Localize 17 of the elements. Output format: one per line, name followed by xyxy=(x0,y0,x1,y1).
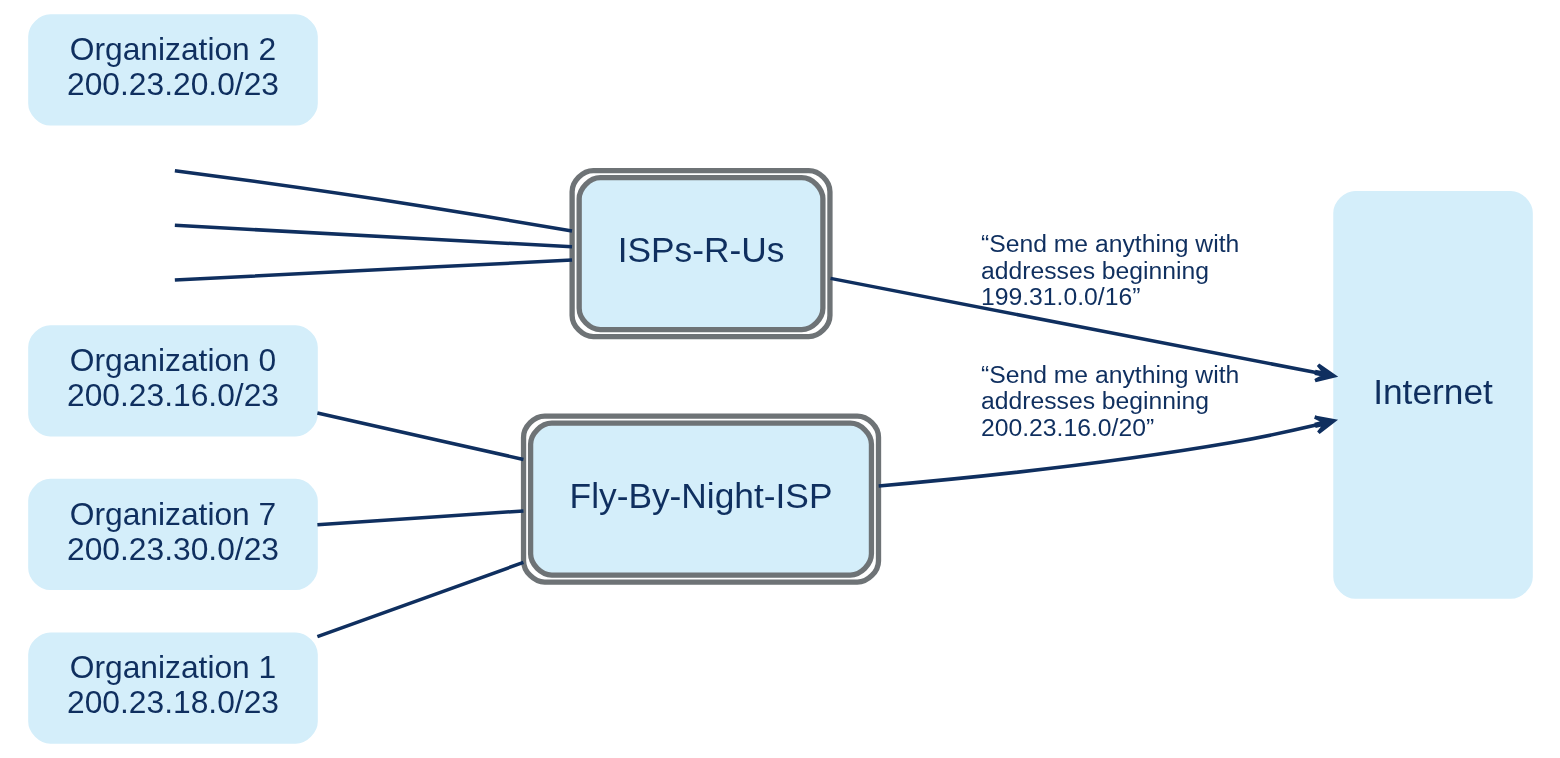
connector xyxy=(174,223,572,249)
connector xyxy=(316,509,524,527)
node-box: Organization 1 200.23.18.0/23 xyxy=(27,632,318,744)
connector xyxy=(174,168,572,233)
node-box: ISPs-R-Us xyxy=(568,167,833,340)
edge-label: “Send me anything with addresses beginning 200.23.16.0/20” xyxy=(980,360,1239,441)
connector xyxy=(316,411,524,462)
edge-label: “Send me anything with addresses beginning 199.31.0.0/16” xyxy=(980,230,1239,311)
node-box: Fly-By-Night-ISP xyxy=(520,413,881,585)
arrow xyxy=(878,415,1336,488)
node-box: Organization 0 200.23.16.0/23 xyxy=(27,325,318,437)
node-box: Internet xyxy=(1332,190,1533,599)
node-box: Organization 2 200.23.20.0/23 xyxy=(27,14,318,126)
node-box: Organization 7 200.23.30.0/23 xyxy=(27,478,318,591)
connector xyxy=(316,560,524,639)
arrow xyxy=(829,276,1336,383)
connector xyxy=(174,258,572,282)
